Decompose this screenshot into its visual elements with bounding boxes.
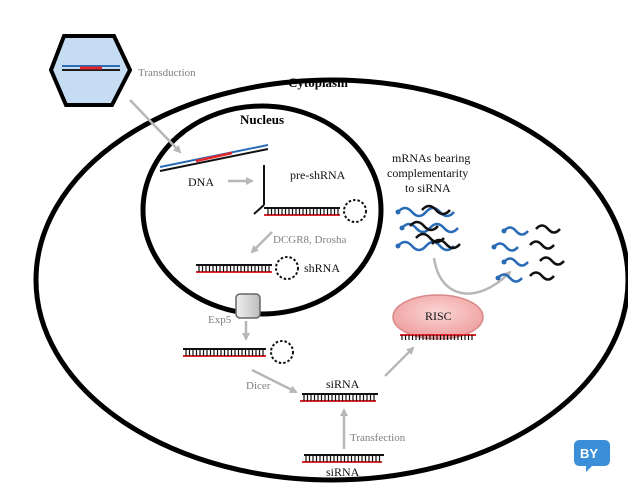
label-dicer: Dicer bbox=[246, 380, 271, 392]
label-sirna-bottom: siRNA bbox=[326, 465, 360, 479]
by-badge-icon: BY bbox=[574, 440, 610, 472]
sirna-duplex-extracellular bbox=[302, 454, 384, 463]
cleaved-mrna-fragments bbox=[491, 224, 565, 283]
drosha-arrow bbox=[250, 231, 273, 254]
cytoplasmic-shrna bbox=[183, 340, 294, 364]
label-nucleus: Nucleus bbox=[240, 112, 284, 127]
dicer-arrow bbox=[251, 368, 298, 394]
label-sirna-cytoplasm: siRNA bbox=[326, 377, 360, 391]
label-transduction: Transduction bbox=[138, 67, 196, 79]
label-dna: DNA bbox=[188, 175, 214, 189]
label-exp5: Exp5 bbox=[208, 314, 232, 326]
label-risc: RISC bbox=[425, 309, 452, 323]
cleavage-arrow bbox=[432, 257, 512, 295]
label-mrna-line3: to siRNA bbox=[405, 181, 451, 195]
mrna-targets bbox=[395, 204, 461, 252]
risc-complex bbox=[392, 294, 484, 340]
label-mrna-line2: complementarity bbox=[387, 166, 468, 180]
viral-vector-icon bbox=[48, 34, 133, 107]
label-transfection: Transfection bbox=[350, 432, 406, 444]
dna-strands bbox=[159, 144, 269, 172]
pre-shrna-structure bbox=[253, 165, 367, 223]
cell-membrane bbox=[33, 77, 628, 483]
label-dcgr8-drosha: DCGR8, Drosha bbox=[273, 234, 346, 246]
sirna-duplex-cytoplasm bbox=[300, 393, 378, 402]
badge-text: BY bbox=[580, 446, 598, 461]
shrna-structure bbox=[196, 256, 299, 280]
label-shrna: shRNA bbox=[304, 261, 340, 275]
exp5-pore bbox=[235, 293, 261, 319]
label-mrna-line1: mRNAs bearing bbox=[392, 151, 470, 165]
nucleus-membrane bbox=[140, 103, 384, 317]
sirna-to-risc-arrow bbox=[384, 346, 415, 377]
transduction-arrow bbox=[129, 99, 182, 154]
label-pre-shrna: pre-shRNA bbox=[290, 168, 346, 182]
label-cytoplasm: Cytoplasm bbox=[288, 75, 348, 90]
